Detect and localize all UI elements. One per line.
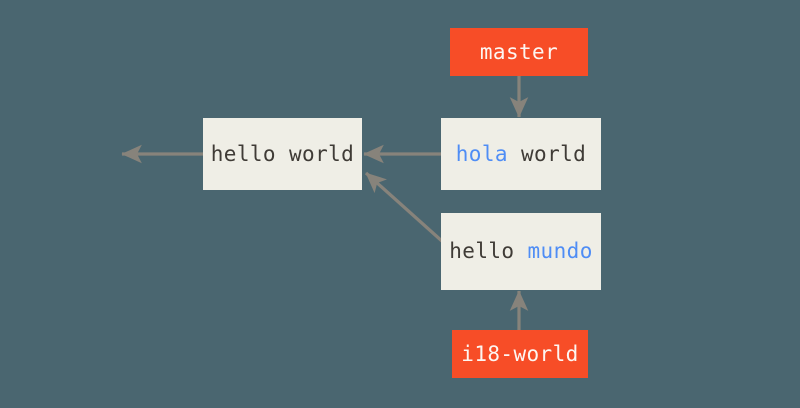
branch-label-master[interactable]: master [450,28,588,76]
token-plain: world [507,141,587,166]
token-plain: hello [449,239,528,263]
branch-label-i18-world[interactable]: i18-world [452,330,588,378]
token-plain: master [479,39,559,64]
commit-node-hola-world-text: hola world [455,141,587,166]
branch-label-master-text: master [479,39,559,64]
token-plain: hello world [210,141,355,166]
commit-node-hola-world[interactable]: hola world [441,118,601,190]
branch-label-i18-world-text: i18-world [461,341,579,366]
commit-node-hello-mundo-text: hello mundo [449,241,592,262]
token-plain: i18-world [461,341,579,366]
token-accent: hola [455,141,508,166]
commit-node-hello-mundo[interactable]: hello mundo [441,213,601,290]
token-accent: mundo [527,239,593,263]
commit-node-hello-world[interactable]: hello world [203,118,362,190]
commit-node-hello-world-text: hello world [210,141,355,166]
